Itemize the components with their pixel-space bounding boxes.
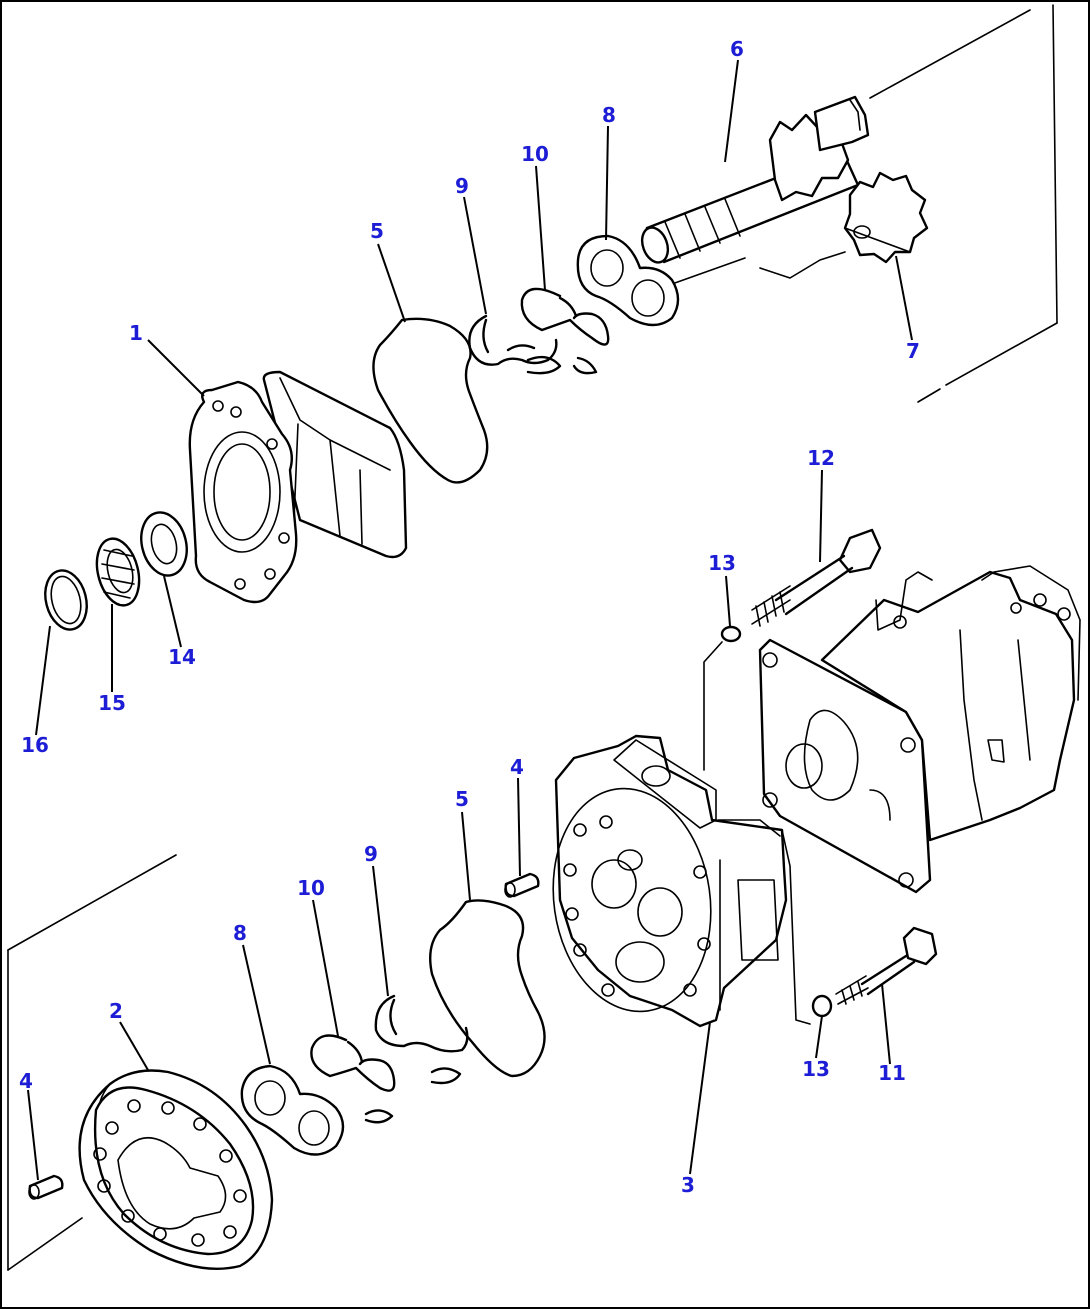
- callout-4-lower: 4: [19, 1069, 33, 1093]
- callout-8-upper: 8: [602, 103, 616, 127]
- upper-assembly-boundary: [869, 4, 1058, 403]
- spring-washer-upper: [703, 625, 742, 771]
- backup-ring-lower: [310, 1034, 396, 1124]
- callout-1: 1: [129, 321, 143, 345]
- callout-10-upper: 10: [521, 142, 549, 166]
- callout-9-upper: 9: [455, 174, 469, 198]
- bushing-plate-upper: [576, 234, 680, 327]
- callout-11: 11: [878, 1061, 906, 1085]
- leader-lines: [27, 59, 913, 1181]
- thrust-washer: [140, 511, 188, 577]
- callout-13-lower: 13: [802, 1057, 830, 1081]
- callout-3: 3: [681, 1173, 695, 1197]
- pump-cover-body: [552, 734, 811, 1028]
- gasket-lower: [429, 899, 546, 1078]
- spring-washer-lower: [811, 994, 833, 1018]
- callout-5-upper: 5: [370, 219, 384, 243]
- callout-labels: 1 2 3 4 4 5 5 6 7 8 8 9 9 10 10 11 12 13…: [19, 37, 920, 1197]
- bushing-plate-lower: [240, 1064, 345, 1156]
- backup-ring-upper: [520, 287, 610, 375]
- gear-case-ring: [78, 1069, 274, 1270]
- gasket-upper: [372, 317, 489, 484]
- callout-12: 12: [807, 446, 835, 470]
- snap-ring: [44, 569, 88, 631]
- mounting-flange-housing: [188, 370, 408, 604]
- callout-8-lower: 8: [233, 921, 247, 945]
- callout-6: 6: [730, 37, 744, 61]
- callout-4-upper: 4: [510, 755, 524, 779]
- bearing-part: [95, 537, 141, 607]
- callout-13-upper: 13: [708, 551, 736, 575]
- dowel-pin-upper: [504, 872, 540, 898]
- dowel-pin-lower: [28, 1174, 64, 1200]
- long-bolt: [751, 528, 882, 627]
- main-pump-body: [758, 565, 1081, 894]
- callout-15: 15: [98, 691, 126, 715]
- pinion-gear-part: [671, 171, 929, 285]
- seal-lower: [374, 994, 469, 1085]
- callout-10-lower: 10: [297, 876, 325, 900]
- callout-5-lower: 5: [455, 787, 469, 811]
- pinion-shaft-part: [640, 95, 870, 264]
- short-bolt: [835, 926, 938, 1005]
- callout-14: 14: [168, 645, 196, 669]
- lower-assembly-boundary: [7, 854, 177, 1271]
- callout-9-lower: 9: [364, 842, 378, 866]
- callout-7: 7: [906, 339, 920, 363]
- callout-16: 16: [21, 733, 49, 757]
- callout-2: 2: [109, 999, 123, 1023]
